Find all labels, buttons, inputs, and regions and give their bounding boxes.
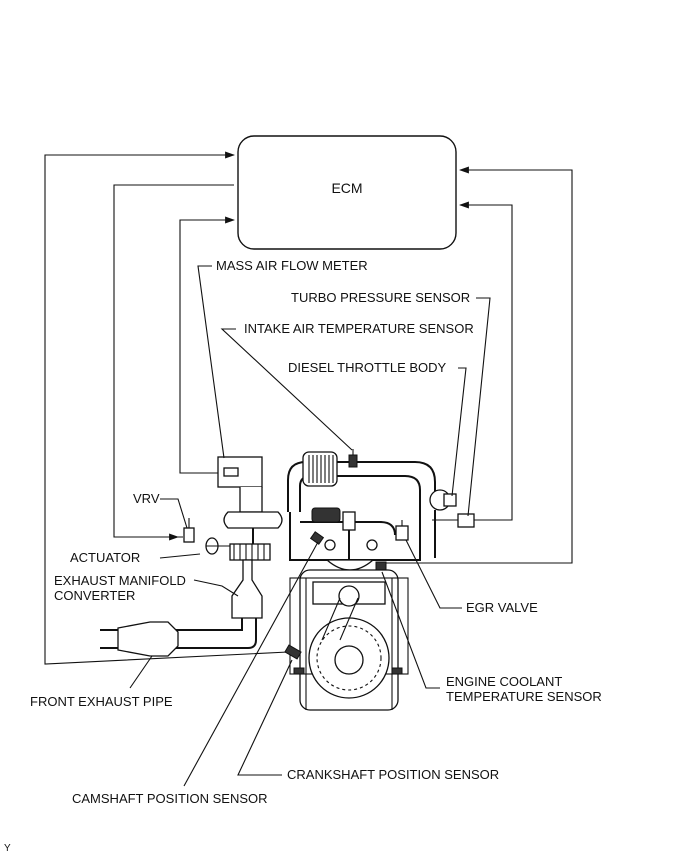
- label-intake-air-temperature-sensor: INTAKE AIR TEMPERATURE SENSOR: [244, 321, 474, 336]
- ecm-label: ECM: [331, 180, 362, 196]
- signal-wires-left: [44, 151, 289, 665]
- label-vrv: VRV: [133, 491, 160, 506]
- label-egr-valve: EGR VALVE: [466, 600, 538, 615]
- label-turbo-pressure-sensor: TURBO PRESSURE SENSOR: [291, 290, 470, 305]
- label-front-exhaust-pipe: FRONT EXHAUST PIPE: [30, 694, 173, 709]
- mass-air-flow-meter: [217, 456, 263, 513]
- label-exhaust-manifold-converter-1: EXHAUST MANIFOLD: [54, 573, 186, 588]
- label-diesel-throttle-body: DIESEL THROTTLE BODY: [288, 360, 447, 375]
- label-camshaft-position-sensor: CAMSHAFT POSITION SENSOR: [72, 791, 268, 806]
- corner-mark: Y: [4, 843, 11, 854]
- diagram-labels: MASS AIR FLOW METER TURBO PRESSURE SENSO…: [4, 258, 602, 854]
- label-engine-coolant-2: TEMPERATURE SENSOR: [446, 689, 602, 704]
- diesel-throttle-body: [410, 489, 457, 561]
- signal-wires-right: [380, 166, 573, 564]
- leader-lines: [129, 265, 491, 787]
- turbo-pressure-sensor: [432, 513, 475, 528]
- engine-block: [284, 569, 409, 711]
- exhaust-manifold-converter: [100, 559, 263, 649]
- intake-piping: [287, 449, 436, 512]
- engine-head: [289, 507, 420, 572]
- label-crankshaft-position-sensor: CRANKSHAFT POSITION SENSOR: [287, 767, 499, 782]
- ecm-box: ECM: [237, 135, 457, 250]
- label-engine-coolant-1: ENGINE COOLANT: [446, 674, 562, 689]
- turbocharger: [183, 511, 283, 561]
- label-exhaust-manifold-converter-2: CONVERTER: [54, 588, 135, 603]
- front-exhaust-pipe: [117, 621, 179, 657]
- label-mass-air-flow-meter: MASS AIR FLOW METER: [216, 258, 368, 273]
- label-actuator: ACTUATOR: [70, 550, 140, 565]
